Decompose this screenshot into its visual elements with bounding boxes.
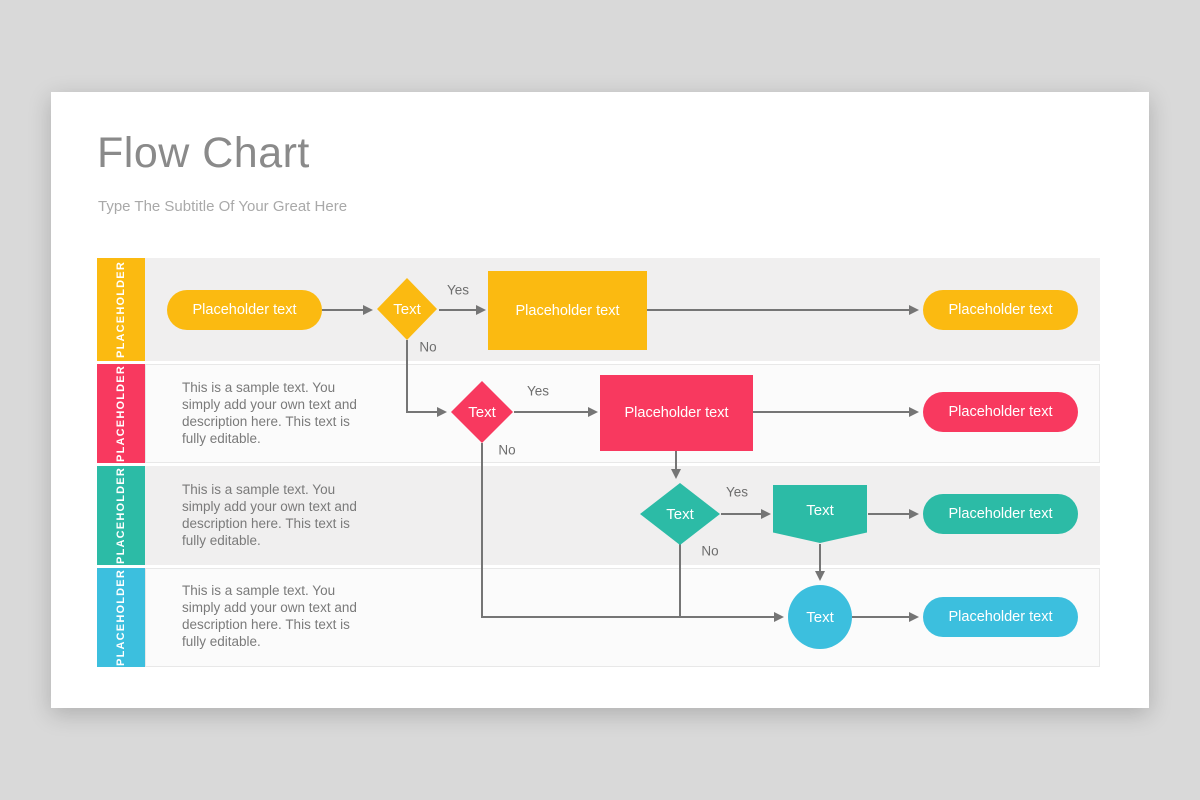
description-line: fully editable. bbox=[182, 634, 261, 649]
description-line: simply add your own text and bbox=[182, 600, 357, 615]
row-3-description: This is a sample text. You simply add yo… bbox=[182, 481, 392, 549]
row-1-band: PLACEHOLDER bbox=[97, 258, 145, 361]
row-3-banner-shape: Text bbox=[773, 485, 867, 543]
row-4-description: This is a sample text. You simply add yo… bbox=[182, 582, 392, 650]
description-line: description here. This text is bbox=[182, 617, 350, 632]
diamond-label: Text bbox=[393, 300, 421, 318]
row-3-yes-label: Yes bbox=[725, 484, 749, 500]
row-2-end-pill: Placeholder text bbox=[923, 392, 1078, 432]
diamond-label: Text bbox=[666, 505, 694, 523]
connector-diamond1-no-to-diamond2 bbox=[406, 340, 447, 417]
page-title: Flow Chart bbox=[97, 129, 310, 177]
slide: Flow Chart Type The Subtitle Of Your Gre… bbox=[51, 92, 1149, 708]
row-3-band: PLACEHOLDER bbox=[97, 466, 145, 565]
row-1-process-rect: Placeholder text bbox=[488, 271, 647, 350]
row-1-no-label: No bbox=[419, 339, 437, 355]
row-4-band: PLACEHOLDER bbox=[97, 568, 145, 667]
description-line: This is a sample text. You bbox=[182, 380, 336, 395]
row-2-no-label: No bbox=[498, 442, 516, 458]
description-line: fully editable. bbox=[182, 533, 261, 548]
row-1-end-pill: Placeholder text bbox=[923, 290, 1078, 330]
description-line: simply add your own text and bbox=[182, 499, 357, 514]
diamond-label: Text bbox=[468, 403, 496, 421]
row-2-process-rect: Placeholder text bbox=[600, 375, 753, 451]
connector-diamond2-no-to-circle bbox=[481, 443, 784, 622]
row-1-yes-label: Yes bbox=[446, 282, 470, 298]
description-line: This is a sample text. You bbox=[182, 583, 336, 598]
row-3-end-pill: Placeholder text bbox=[923, 494, 1078, 534]
connector-lines bbox=[322, 305, 919, 622]
page-subtitle: Type The Subtitle Of Your Great Here bbox=[98, 198, 348, 215]
row-2-band: PLACEHOLDER bbox=[97, 364, 145, 463]
description-line: description here. This text is bbox=[182, 414, 350, 429]
row-2-description: This is a sample text. You simply add yo… bbox=[182, 379, 392, 447]
row-3-no-label: No bbox=[701, 543, 719, 559]
banner-label: Text bbox=[806, 501, 834, 519]
description-line: fully editable. bbox=[182, 431, 261, 446]
row-1-start-pill: Placeholder text bbox=[167, 290, 322, 330]
description-line: description here. This text is bbox=[182, 516, 350, 531]
description-line: simply add your own text and bbox=[182, 397, 357, 412]
row-4-end-pill: Placeholder text bbox=[923, 597, 1078, 637]
description-line: This is a sample text. You bbox=[182, 482, 336, 497]
row-2-yes-label: Yes bbox=[526, 383, 550, 399]
circle-label: Text bbox=[806, 608, 834, 626]
row-4-terminal-circle: Text bbox=[788, 585, 852, 649]
